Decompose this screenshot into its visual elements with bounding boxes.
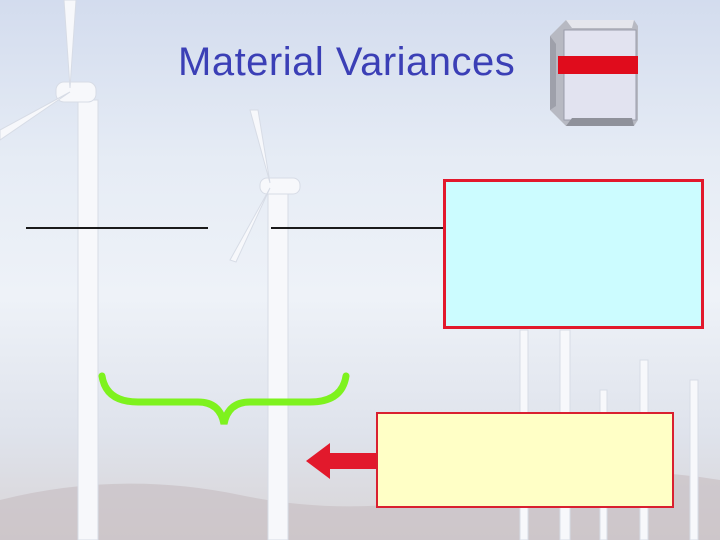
blank-line-middle <box>271 227 444 229</box>
left-arrow-icon <box>306 443 378 479</box>
blank-line-left <box>26 227 208 229</box>
yellow-text-box <box>376 412 674 508</box>
blue-text-box <box>443 179 704 329</box>
slide-title: Material Variances <box>178 40 516 84</box>
book-slide-icon <box>550 20 638 126</box>
curly-brace-icon <box>98 372 350 425</box>
